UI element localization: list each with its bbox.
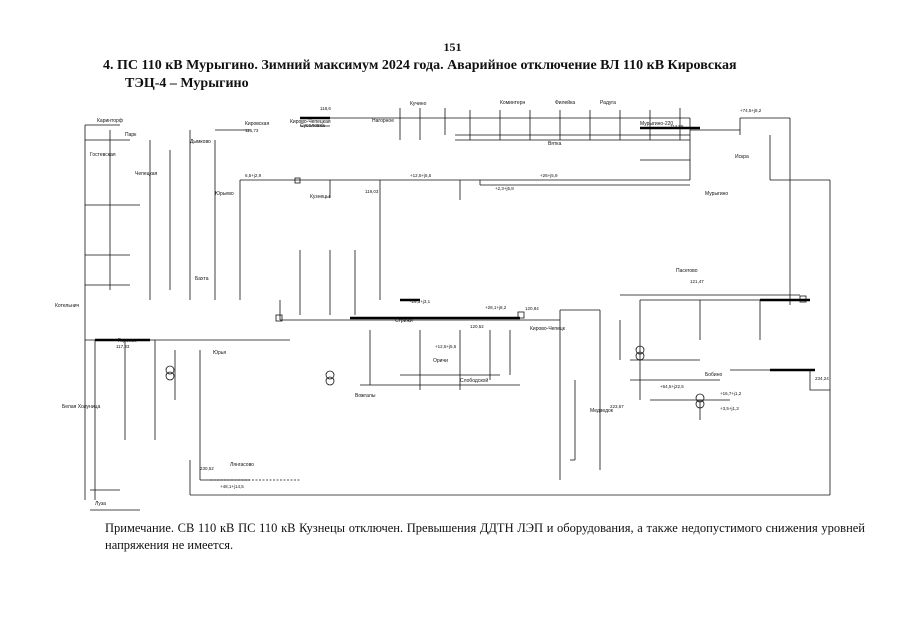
node-label: Кировская: [245, 121, 269, 127]
node-label: Слободской: [460, 377, 488, 384]
voltage-label: 117,33: [116, 344, 130, 349]
transformer-icon: [635, 345, 645, 355]
node-label: Оричи: [433, 358, 448, 364]
node-label: Искра: [735, 154, 749, 160]
flow-label: +64,5+j22,5: [660, 384, 684, 389]
node-label: Радуга: [600, 100, 616, 106]
voltage-label: 114,89: [670, 124, 684, 129]
flow-labels: +74,5+j8,2 +12,5+j5,5 +26+j5,9 6,5+j2,9 …: [220, 108, 762, 489]
voltage-labels: 118,6 115,73 114,89 119,03 120,52 120,84…: [116, 106, 829, 471]
node-label: Гирсово: [118, 338, 137, 344]
flow-label: +16,7+j1,2: [720, 391, 742, 396]
node-label: Белая Холуница: [62, 404, 100, 410]
node-label: Сусоловка: [300, 123, 325, 129]
transformer-icon: [325, 370, 335, 380]
page-number: 151: [443, 40, 462, 54]
switch-icon: [517, 311, 525, 319]
transformer-icon: [165, 365, 175, 375]
switch-icon: [275, 314, 283, 322]
diagram-busbars: [95, 116, 815, 372]
flow-label: +3,5+j1,3: [720, 406, 739, 411]
transformer-icon: [325, 376, 335, 386]
node-label: Луза: [95, 501, 106, 507]
node-label: Пасегово: [676, 268, 698, 274]
node-label: Каринторф: [97, 118, 123, 124]
diagram-wires: [84, 108, 831, 511]
node-label: Филейка: [555, 99, 575, 106]
transformer-symbols: [165, 177, 807, 409]
node-label: Бобино: [705, 372, 722, 378]
node-label: Гостевская: [90, 152, 116, 158]
voltage-label: 234,24: [815, 376, 829, 381]
voltage-label: 120,84: [525, 306, 539, 311]
voltage-label: 115,73: [245, 128, 259, 133]
switch-icon: [294, 177, 301, 184]
node-label: Кирово-Чепецк: [530, 326, 566, 332]
node-label: Вятка: [548, 141, 562, 147]
node-label: Мурыгино: [705, 191, 728, 197]
voltage-label: 118,6: [320, 106, 331, 111]
transformer-icon: [165, 371, 175, 381]
transformer-icon: [635, 351, 645, 361]
node-labels: Кирово-Чепецкая Каринторф Парк Гостевска…: [55, 99, 749, 507]
flow-label: +26+j5,9: [540, 173, 558, 178]
node-label: Бахта: [195, 276, 209, 282]
note-paragraph: Примечание. СВ 110 кВ ПС 110 кВ Кузнецы …: [105, 521, 865, 552]
transformer-icon: [695, 399, 705, 409]
transformer-icon: [695, 393, 705, 403]
node-label: Юрьево: [215, 191, 234, 197]
node-label: Нагорное: [372, 118, 394, 124]
node-label: Дымково: [190, 139, 211, 145]
diagram-heading: 4. ПС 110 кВ Мурыгино. Зимний максимум 2…: [103, 57, 863, 93]
switch-icon: [799, 295, 807, 303]
flow-label: 6,5+j2,9: [245, 173, 262, 178]
node-label: Медведок: [590, 408, 614, 414]
voltage-label: 120,52: [470, 324, 484, 329]
flow-label: -29,3+j3,1: [410, 299, 431, 304]
node-label: Кучино: [410, 101, 427, 107]
flow-label: +2,3+j5,8: [495, 186, 514, 191]
voltage-label: 230,52: [200, 466, 214, 471]
node-label: Котельнич: [55, 303, 80, 309]
node-label: Парк: [125, 132, 137, 138]
voltage-label: 223,67: [610, 404, 624, 409]
heading-line-2: ТЭЦ-4 – Мурыгино: [125, 76, 249, 91]
node-label: Лянгасово: [230, 462, 254, 468]
node-label: Стрижи: [395, 318, 413, 324]
voltage-label: 121,47: [690, 279, 704, 284]
flow-label: +74,5+j8,2: [740, 108, 762, 113]
flow-label: +28,1+j8,2: [485, 305, 507, 310]
node-label: Мурыгино-220: [640, 121, 673, 127]
voltage-label: 119,03: [365, 189, 379, 194]
flow-label: +48,1+j14,5: [220, 484, 244, 489]
node-label: Вожгалы: [355, 393, 376, 399]
flow-label: +12,5+j5,5: [410, 173, 432, 178]
node-label: Юрья: [213, 350, 226, 356]
flow-label: +12,5+j5,5: [435, 344, 457, 349]
heading-line-1: 4. ПС 110 кВ Мурыгино. Зимний максимум 2…: [103, 58, 737, 73]
node-label: Коминтерн: [500, 100, 525, 106]
node-label: Кирово-Чепецкая: [290, 119, 331, 125]
node-label: Чепецкая: [135, 171, 158, 177]
node-label: Кузнецы: [310, 194, 330, 200]
